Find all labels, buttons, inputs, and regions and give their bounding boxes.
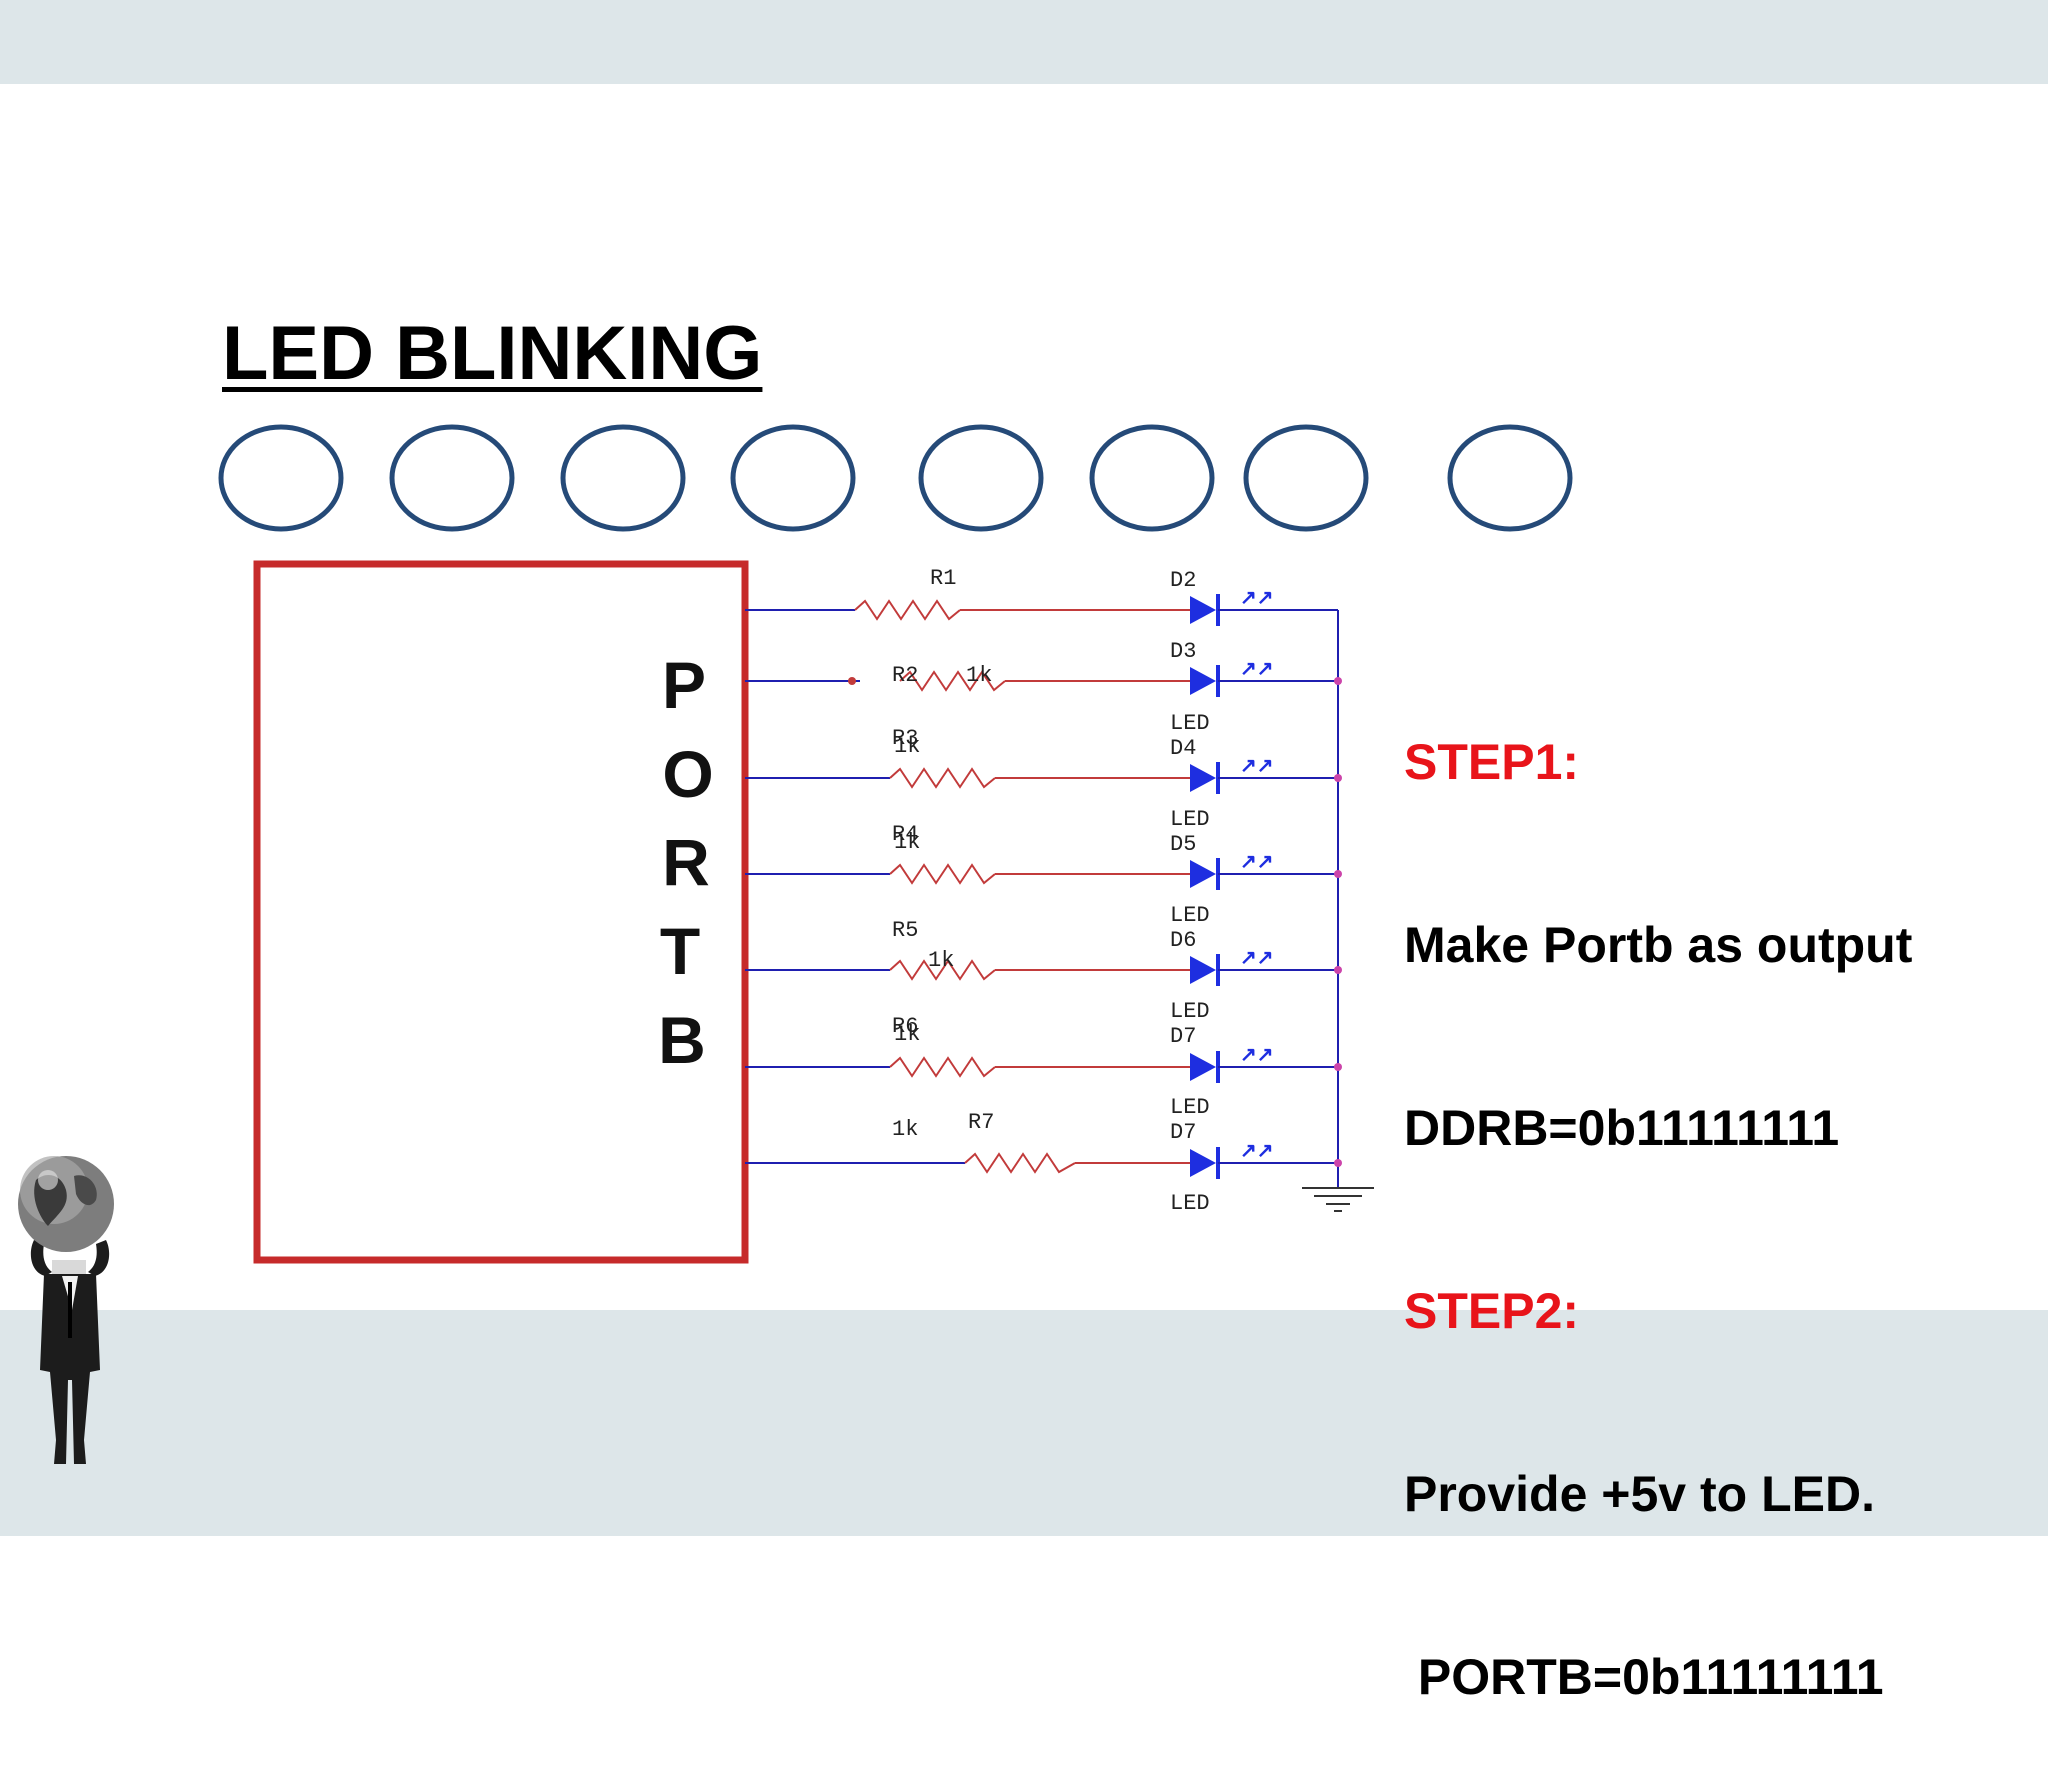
circuit-row: ↗↗ R5 1k D6 LED [745,918,1338,1024]
resistor-label: R6 [892,1014,918,1039]
led-circle-2 [389,424,515,532]
circuit-row: ↗↗ 1k R7 D7 LED [745,1110,1338,1216]
led-light-icon: ↗↗ [1240,852,1274,875]
port-letter: T [660,914,700,988]
circuit-row: ↗↗ R2 1k D3 LED [745,639,1338,736]
led-circles [218,424,1573,532]
led-light-icon: ↗↗ [1240,659,1274,682]
diode-label: D7 [1170,1024,1196,1049]
diode [1190,956,1216,984]
led-light-icon: ↗↗ [1240,1141,1274,1164]
port-letter: O [662,737,713,811]
value-label: 1k [894,830,920,855]
circuit-row: ↗↗ R3 1k D4 LED [745,726,1338,832]
circuit-row: ↗↗ R4 1k D5 LED [745,822,1338,928]
diode [1190,1053,1216,1081]
led-light-icon: ↗↗ [1240,1045,1274,1068]
ground-icon [1302,1187,1374,1212]
step-text: Provide +5v to LED. [1404,1466,1875,1522]
businessman-icon [30,1240,110,1464]
resistor-label: R3 [892,726,918,751]
diode-label: D7 [1170,1120,1196,1145]
led-circle-4 [730,424,856,532]
resistor [964,1152,1076,1174]
led-light-icon: ↗↗ [1240,756,1274,779]
step-heading: STEP1: [1404,734,1580,790]
diode-label: D4 [1170,736,1196,761]
resistor-label: R7 [968,1110,994,1135]
resistor [854,599,961,621]
resistor [889,1056,996,1078]
port-letters: P O R T B [658,648,714,1077]
circuit-row: ↗↗ R6 1k D7 LED [745,1014,1338,1120]
value-label: 1k [892,1117,918,1142]
globe-icon [18,1156,114,1252]
led-label: LED [1170,1095,1210,1120]
diode [1190,1149,1216,1177]
resistor-label: R5 [892,918,918,943]
diode [1190,764,1216,792]
circuit-rows: ↗↗ R1 D2 ↗↗ R2 1k D3 LED ↗↗ [745,566,1374,1216]
led-circle-8 [1447,424,1573,532]
circuit-diagram: P O R T B ↗↗ R1 D2 ↗↗ R2 [18,424,1573,1464]
diode-label: D2 [1170,568,1196,593]
diode [1190,596,1216,624]
step-code: PORTB=0b11111111 [1404,1649,1884,1705]
step-text: Make Portb as output [1404,917,1913,973]
led-circle-7 [1243,424,1369,532]
slide-title: LED BLINKING [222,311,763,396]
top-band [0,0,2048,84]
port-letter: R [662,825,710,899]
step-code: DDRB=0b11111111 [1404,1100,1840,1156]
diode-label: D5 [1170,832,1196,857]
steps-panel: STEP1: Make Portb as output DDRB=0b11111… [1404,610,1912,1769]
led-circle-1 [218,424,344,532]
diode-label: D3 [1170,639,1196,664]
resistor [889,959,996,981]
led-light-icon: ↗↗ [1240,948,1274,971]
diode [1190,667,1216,695]
led-circle-6 [1089,424,1215,532]
value-label: 1k [928,948,954,973]
diode-label: D6 [1170,928,1196,953]
bottom-band [0,1310,2048,1536]
led-label: LED [1170,807,1210,832]
led-label: LED [1170,1191,1210,1216]
resistor [899,670,1006,692]
port-letter: P [662,648,706,722]
led-light-icon: ↗↗ [1240,588,1274,611]
led-label: LED [1170,999,1210,1024]
step-heading: STEP2: [1404,1283,1580,1339]
led-circle-3 [560,424,686,532]
resistor [889,863,996,885]
resistor-label: R4 [892,822,918,847]
port-box [253,560,749,1264]
port-letter: B [658,1003,706,1077]
resistor-label: R1 [930,566,956,591]
led-circle-5 [918,424,1044,532]
led-label: LED [1170,711,1210,736]
value-label: 1k [894,1022,920,1047]
value-label: 1k [966,663,992,688]
value-label: 1k [894,734,920,759]
diode [1190,860,1216,888]
resistor [889,767,996,789]
led-label: LED [1170,903,1210,928]
resistor-label: R2 [892,663,918,688]
circuit-row: ↗↗ R1 D2 [745,566,1338,626]
